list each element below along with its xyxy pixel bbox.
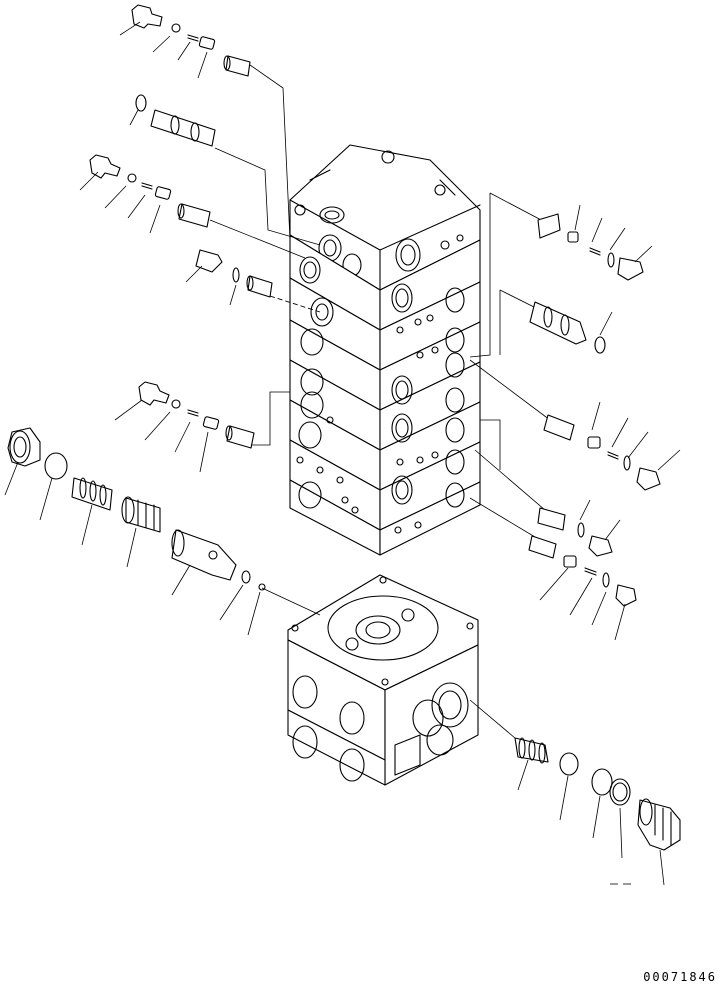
parts-row-4 <box>185 249 273 306</box>
right-spool <box>529 301 613 354</box>
left-relief-parts <box>4 427 266 636</box>
parts-row-3 <box>79 154 211 234</box>
right-parts-row-1 <box>537 204 653 281</box>
valve-sections <box>289 234 481 556</box>
diagram-reference-number: 00071846 <box>643 970 717 984</box>
right-parts-row-2 <box>543 401 681 491</box>
parts-row-5 <box>114 381 255 473</box>
main-valve-stack <box>289 144 481 556</box>
right-parts-row-3 <box>537 499 621 557</box>
lower-valve-body <box>287 574 479 786</box>
spool-row-2 <box>129 94 216 147</box>
right-parts-row-4 <box>528 535 637 641</box>
assembly-leader-lines <box>209 64 551 739</box>
lower-right-relief-parts <box>514 737 681 886</box>
parts-row-1 <box>119 4 251 79</box>
